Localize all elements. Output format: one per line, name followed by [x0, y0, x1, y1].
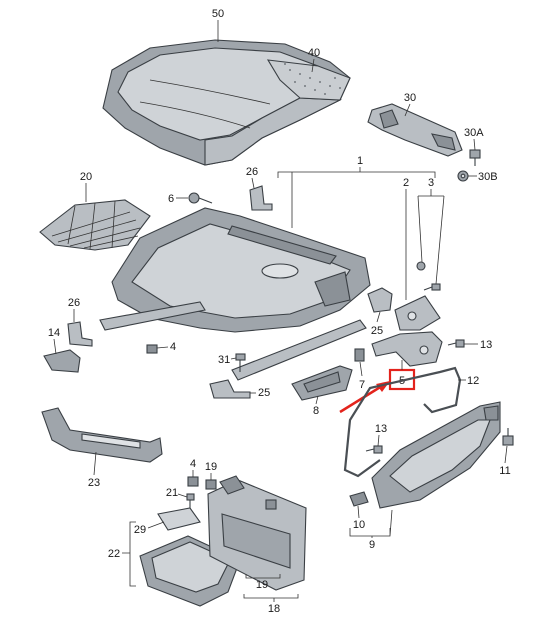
cover-part-14 — [43, 349, 81, 373]
label-3: 3 — [428, 177, 434, 189]
label-11: 11 — [499, 465, 510, 477]
clip-part-26-lower — [67, 321, 93, 347]
screw-part-3 — [423, 283, 441, 291]
label-4-lower: 4 — [190, 458, 196, 470]
drawer-housing-part-18 — [207, 475, 307, 591]
label-13-upper: 13 — [480, 339, 492, 351]
handle-part-23 — [41, 407, 163, 463]
label-10: 10 — [353, 519, 365, 531]
label-20: 20 — [80, 171, 92, 183]
seat-cushion-part — [102, 39, 351, 166]
seat-frame-part-1 — [99, 207, 371, 381]
label-2: 2 — [403, 177, 409, 189]
screw-part-21 — [186, 493, 195, 508]
label-13-lower: 13 — [375, 423, 387, 435]
label-50: 50 — [212, 8, 224, 20]
clip-part-19-upper — [205, 479, 217, 490]
clip-part-7 — [354, 348, 365, 362]
seat-rail-part-30 — [367, 103, 463, 157]
label-29: 29 — [134, 524, 146, 536]
label-31: 31 — [218, 354, 230, 366]
label-7: 7 — [359, 379, 365, 391]
clip-part-4-lower — [187, 476, 199, 487]
label-18: 18 — [268, 603, 280, 615]
clip-part-26-upper — [249, 185, 273, 211]
side-panel-part-9 — [371, 401, 501, 509]
bolt-part-6 — [188, 192, 213, 204]
screw-part-13-upper — [447, 339, 465, 348]
screw-part-31 — [235, 353, 246, 372]
label-30a: 30A — [464, 127, 484, 139]
clip-part-10 — [349, 491, 369, 507]
label-4-middle: 4 — [170, 341, 176, 353]
label-1: 1 — [357, 155, 363, 167]
label-30: 30 — [404, 92, 416, 104]
label-23: 23 — [88, 477, 100, 489]
label-25-lower: 25 — [258, 387, 270, 399]
clip-part-4-middle — [146, 344, 158, 354]
trim-part-8 — [291, 365, 353, 401]
wire-frame-part-12 — [343, 366, 462, 478]
screw-part-13-lower — [365, 445, 383, 454]
label-30b: 30B — [478, 171, 498, 183]
cushion-foam-dots — [284, 63, 341, 95]
bracket-part-25-upper — [367, 287, 393, 313]
label-19-lower: 19 — [256, 579, 268, 591]
label-40: 40 — [308, 47, 320, 59]
bracket-part-5 — [371, 331, 443, 367]
spring-mat-part-20 — [39, 199, 151, 251]
nut-part-30b — [457, 170, 469, 182]
bracket-part-2 — [394, 295, 441, 331]
label-21: 21 — [166, 487, 178, 499]
mat-part-29 — [157, 507, 201, 531]
label-9: 9 — [369, 539, 375, 551]
label-26-upper: 26 — [246, 166, 258, 178]
label-6: 6 — [168, 193, 174, 205]
label-26-lower: 26 — [68, 297, 80, 309]
label-19-upper: 19 — [205, 461, 217, 473]
label-8: 8 — [313, 405, 319, 417]
label-22: 22 — [108, 548, 120, 560]
label-25-upper: 25 — [371, 325, 383, 337]
bolt-part-30a — [469, 149, 481, 166]
label-12: 12 — [467, 375, 479, 387]
label-14: 14 — [48, 327, 60, 339]
fastener-part-11 — [502, 428, 514, 446]
nut-part-3 — [416, 261, 426, 271]
bracket-part-25-lower — [209, 379, 251, 399]
